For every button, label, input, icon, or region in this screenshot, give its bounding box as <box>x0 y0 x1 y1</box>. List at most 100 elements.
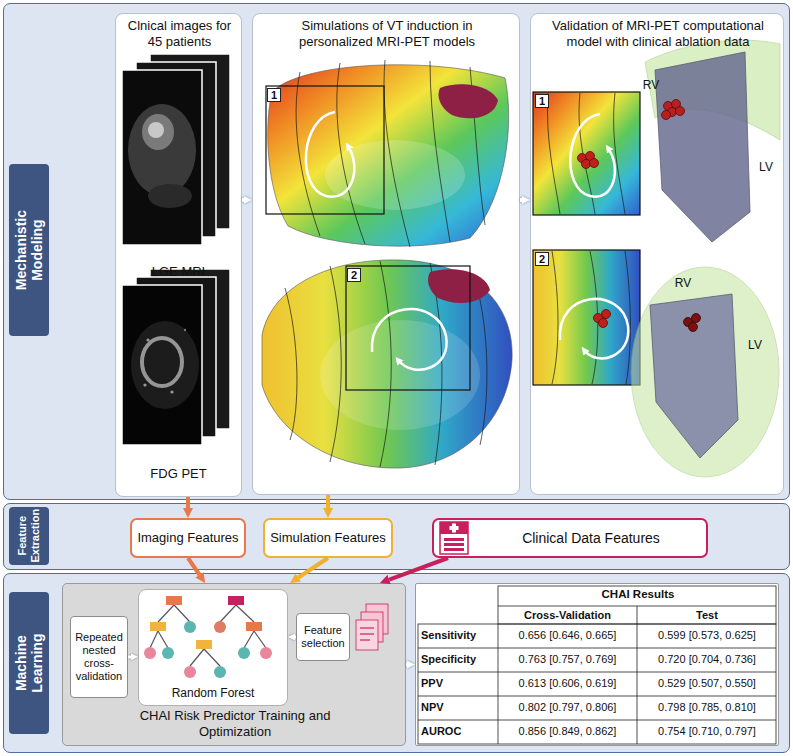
pet-slice <box>122 285 202 445</box>
ablation-lesion <box>602 310 611 319</box>
table-rule <box>498 624 499 744</box>
tree-leaf <box>214 621 226 633</box>
label-slot: 0.856 [0.849, 0.862] <box>498 725 637 738</box>
scar-region <box>439 84 499 118</box>
page-icon <box>356 620 378 650</box>
chamber-label: LV <box>755 160 777 174</box>
ablation-site <box>676 107 685 116</box>
row-header: PPV <box>421 677 497 690</box>
process-box: Repeated nested cross-validation <box>70 616 128 698</box>
tree-branch <box>190 649 204 666</box>
table-cell: 0.754 [0.710, 0.797] <box>638 725 776 738</box>
heart-3d-bottom <box>631 267 779 477</box>
callout-number: 2 <box>535 252 549 266</box>
tree-node <box>228 596 244 605</box>
mri-stack <box>122 54 230 245</box>
text-slot: CHAI Results <box>499 588 777 602</box>
chamber-label: LV <box>744 338 766 352</box>
pet-body <box>131 321 199 409</box>
pet-speckle <box>146 338 149 341</box>
table-cell: 0.856 [0.849, 0.862] <box>498 725 637 738</box>
label-slot: 0.613 [0.606, 0.619] <box>498 677 637 690</box>
flow-arrow <box>406 663 407 667</box>
label-slot: 0.529 [0.507, 0.550] <box>638 677 776 690</box>
tree-node <box>150 622 166 631</box>
row-header: Specificity <box>421 653 497 666</box>
icon-line <box>444 538 464 541</box>
label-slot: 1 <box>267 88 281 102</box>
isochrone-line <box>285 288 297 440</box>
tree-leaf <box>214 666 226 678</box>
icon-frame <box>440 522 468 554</box>
tree-node <box>166 596 182 605</box>
flow-arrow <box>242 198 244 202</box>
isochrone-line <box>384 60 410 247</box>
heart-cavity <box>320 320 480 430</box>
box-text: Imaging Features <box>137 530 238 546</box>
icon-line <box>444 548 464 551</box>
label-slot: LV <box>744 338 766 352</box>
band-title: Machine Learning <box>13 613 45 713</box>
label-slot: 2 <box>347 268 361 282</box>
page-line <box>360 627 374 628</box>
isochrone-line <box>475 280 487 445</box>
label-slot: Specificity <box>421 653 497 666</box>
heart-surface <box>262 260 512 468</box>
pet-uptake <box>142 338 182 386</box>
table-cell: 0.720 [0.704, 0.736] <box>638 653 776 666</box>
tree-branch <box>220 605 236 622</box>
table-rule <box>418 672 776 673</box>
table-cell: 0.656 [0.646, 0.665] <box>498 629 637 642</box>
feature-box: Imaging Features <box>130 518 246 558</box>
label-slot: Test <box>638 609 776 622</box>
reentry-loop <box>372 309 447 370</box>
tree-branch <box>244 631 254 648</box>
text-slot: Random Forest <box>139 686 287 700</box>
clinical-record-icon <box>440 522 468 554</box>
scar-region <box>428 269 490 303</box>
tree-leaf <box>184 666 196 678</box>
label-slot: AUROC <box>421 725 497 738</box>
ablation-site <box>689 323 698 332</box>
tree-branch <box>204 649 220 666</box>
band-tab: Feature Extraction <box>9 507 49 565</box>
table-rule <box>418 624 776 744</box>
icon-header <box>440 522 468 534</box>
pet-speckle <box>184 329 186 331</box>
label-slot: LV <box>755 160 777 174</box>
box-text: CHAI Risk Predictor Training and Optimiz… <box>120 708 350 739</box>
band-tab: Mechanistic Modeling <box>9 164 49 336</box>
isochrone-line <box>614 93 625 214</box>
row-header: NPV <box>421 701 497 714</box>
ablation-site <box>662 111 671 120</box>
icon-line <box>444 543 464 546</box>
text-slot: Clnical images for 45 patients <box>119 18 240 49</box>
flow-arrow <box>520 198 522 202</box>
table-header: Cross-Validation <box>498 609 637 622</box>
process-box: Feature selection <box>296 613 350 661</box>
row-header: Sensitivity <box>421 629 497 642</box>
tree-leaf <box>144 647 156 659</box>
inset-frame <box>266 86 384 214</box>
table-rule <box>418 648 776 649</box>
label-slot: 0.656 [0.646, 0.665] <box>498 629 637 642</box>
mri-heart <box>142 114 174 150</box>
flow-arrow <box>186 497 190 508</box>
heart-3d-top <box>645 40 780 242</box>
tree-branch <box>158 631 168 648</box>
tree-branch <box>254 631 266 648</box>
isochrone-line <box>552 251 558 384</box>
tree-leaf <box>238 647 250 659</box>
ventricle-mesh <box>655 52 750 242</box>
ablation-lesion <box>599 319 608 328</box>
band-title: Feature Extraction <box>16 507 41 565</box>
heart-surface <box>268 65 509 246</box>
page-line <box>360 639 370 640</box>
validation-inset-top <box>533 92 640 215</box>
chamber-label: RV <box>640 78 662 92</box>
text-slot: Simulations of VT induction in personali… <box>272 18 502 49</box>
tree-leaf <box>260 647 272 659</box>
tree-branch <box>236 605 254 622</box>
box-text: Validation of MRI-PET computational mode… <box>535 18 781 49</box>
table-cell: 0.599 [0.573, 0.625] <box>638 629 776 642</box>
